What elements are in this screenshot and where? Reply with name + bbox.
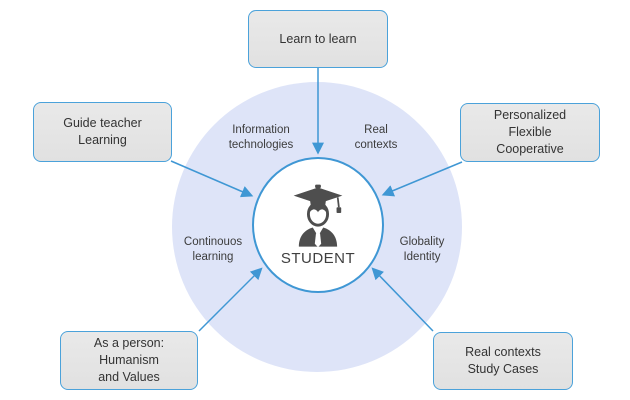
- box-label-line: Personalized: [493, 108, 567, 122]
- box-label-line: Humanism: [99, 353, 159, 367]
- box-learn-to-learn: Learn to learn: [248, 10, 388, 68]
- box-label-line: Real contexts: [465, 345, 541, 359]
- ring-label-line: Identity: [403, 251, 441, 263]
- box-label-line: Cooperative: [496, 142, 564, 156]
- ring-label-real-contexts: Real contexts: [355, 123, 398, 153]
- center-label: STUDENT: [280, 249, 356, 267]
- box-guide-teacher-learning: Guide teacher Learning: [33, 102, 172, 162]
- ring-label-line: technologies: [228, 139, 294, 151]
- ring-label-information-technologies: Information technologies: [229, 123, 294, 153]
- box-as-a-person-humanism-values: As a person: Humanism and Values: [60, 331, 198, 390]
- ring-label-line: Continouos: [183, 236, 243, 248]
- box-label-line: Learning: [78, 133, 127, 147]
- ring-label-line: learning: [192, 251, 234, 263]
- ring-label-line: contexts: [354, 139, 398, 151]
- box-label-line: As a person:: [93, 336, 165, 350]
- ring-label-globality-identity: Globality Identity: [400, 235, 445, 265]
- box-label-line: Flexible: [508, 125, 552, 139]
- graduate-student-icon: [293, 184, 343, 247]
- box-label-line: Study Cases: [467, 362, 539, 376]
- box-label-line: and Values: [98, 370, 160, 384]
- center-circle: STUDENT: [252, 157, 384, 293]
- box-real-contexts-study-cases: Real contexts Study Cases: [433, 332, 573, 390]
- ring-label-line: Information: [232, 124, 290, 136]
- box-label-line: Learn to learn: [279, 31, 357, 46]
- box-label-line: Guide teacher: [63, 116, 142, 130]
- ring-label-line: Globality: [399, 236, 445, 248]
- box-personalized-flexible-cooperative: Personalized Flexible Cooperative: [460, 103, 600, 162]
- ring-label-continuous-learning: Continouos learning: [184, 235, 242, 265]
- ring-label-line: Real: [364, 124, 388, 136]
